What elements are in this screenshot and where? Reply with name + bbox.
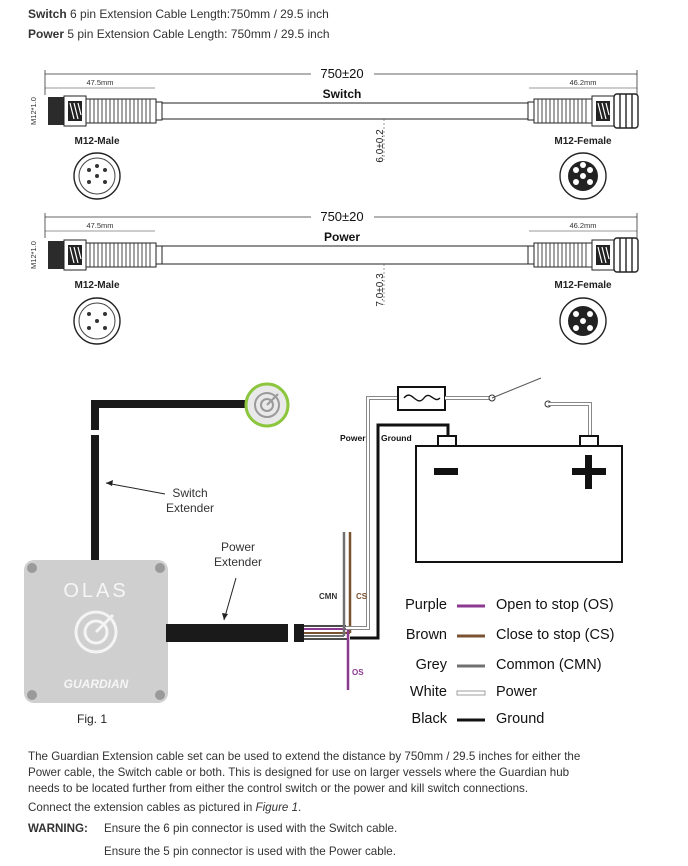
legend-meaning-purple: Open to stop (OS) xyxy=(496,597,614,613)
connect-prefix: Connect the extension cables as pictured… xyxy=(28,801,256,814)
cmn-wire-tag: CMN xyxy=(319,592,337,601)
power-spec-text: 5 pin Extension Cable Length: 750mm / 29… xyxy=(64,27,330,41)
power-male-face xyxy=(73,297,121,345)
switch-diameter-label: 6.0±0.2 xyxy=(375,129,386,163)
power-female-label: M12-Female xyxy=(554,280,612,291)
battery-icon xyxy=(415,435,623,563)
warning-line-1: Ensure the 6 pin connector is used with … xyxy=(104,822,398,835)
legend-name-white: White xyxy=(409,684,447,700)
power-thread-label: M12*1.0 xyxy=(29,241,38,269)
legend-name-grey: Grey xyxy=(415,657,447,673)
switch-spec-text: 6 pin Extension Cable Length:750mm / 29.… xyxy=(66,7,329,21)
switch-female-face xyxy=(559,152,607,200)
switch-cable-drawing xyxy=(44,70,639,160)
switch-left-dim: 47.5mm xyxy=(86,78,113,87)
description-line-3: needs to be located further from either … xyxy=(28,782,529,795)
power-female-face xyxy=(559,297,607,345)
switch-right-dim: 46.2mm xyxy=(569,78,596,87)
warning-line-2: Ensure the 5 pin connector is used with … xyxy=(104,845,396,858)
power-spec-bold: Power xyxy=(28,27,65,41)
switch-male-label: M12-Male xyxy=(74,136,119,147)
guardian-hub: OLAS GUARDIAN xyxy=(24,560,168,703)
power-right-dim: 46.2mm xyxy=(569,221,596,230)
power-cable-drawing xyxy=(44,213,639,305)
cable-drawings: 750±20 Switch 47.5mm 46.2mm M12*1.0 6.0±… xyxy=(29,66,639,345)
connect-instruction: Connect the extension cables as pictured… xyxy=(28,800,301,816)
figure-label: Fig. 1 xyxy=(77,712,108,726)
legend-name-purple: Purple xyxy=(405,597,447,613)
hub-model-label: GUARDIAN xyxy=(64,677,129,691)
power-spec-line: Power 5 pin Extension Cable Length: 750m… xyxy=(28,27,330,41)
description-line-2: Power cable, the Switch cable or both. T… xyxy=(28,766,570,779)
switch-name-label: Switch xyxy=(323,87,362,101)
os-wire-tag: OS xyxy=(352,668,364,677)
power-length-label: 750±20 xyxy=(320,209,363,224)
ground-wire-tag: Ground xyxy=(381,433,412,443)
figure-reference: Figure 1 xyxy=(255,801,299,814)
warning-label: WARNING: xyxy=(28,822,88,835)
power-male-label: M12-Male xyxy=(74,280,119,291)
legend-meaning-black: Ground xyxy=(496,711,545,727)
kill-switch-icon xyxy=(488,377,552,408)
connect-suffix: . xyxy=(298,801,302,814)
switch-extender-label: Switch Extender xyxy=(165,486,215,515)
switch-female-label: M12-Female xyxy=(554,136,612,147)
power-name-label: Power xyxy=(324,230,360,244)
switch-spec-bold: Switch xyxy=(28,7,67,21)
legend-swatch-white xyxy=(456,690,486,696)
legend-meaning-grey: Common (CMN) xyxy=(496,657,602,673)
switch-thread-label: M12*1.0 xyxy=(29,97,38,125)
legend-meaning-brown: Close to stop (CS) xyxy=(496,627,615,643)
description-line-1: The Guardian Extension cable set can be … xyxy=(28,750,581,763)
power-wire-tag: Power xyxy=(340,433,366,443)
switch-spec-line: Switch 6 pin Extension Cable Length:750m… xyxy=(28,7,329,21)
description-paragraph: The Guardian Extension cable set can be … xyxy=(28,749,580,797)
switch-male-face xyxy=(73,152,121,200)
legend-name-black: Black xyxy=(411,711,447,727)
fuse-icon xyxy=(397,386,446,411)
power-extender-label: Power Extender xyxy=(213,540,263,569)
wiring-diagram: OLAS GUARDIAN Power Ground CMN CS xyxy=(24,377,623,722)
switch-length-label: 750±20 xyxy=(320,66,363,81)
power-left-dim: 47.5mm xyxy=(86,221,113,230)
hub-brand-label: OLAS xyxy=(63,580,128,602)
legend-meaning-white: Power xyxy=(496,684,538,700)
switch-button-icon xyxy=(244,382,290,428)
power-diameter-label: 7.0±0.3 xyxy=(375,273,386,307)
cs-wire-tag: CS xyxy=(356,592,368,601)
legend-name-brown: Brown xyxy=(405,627,447,643)
